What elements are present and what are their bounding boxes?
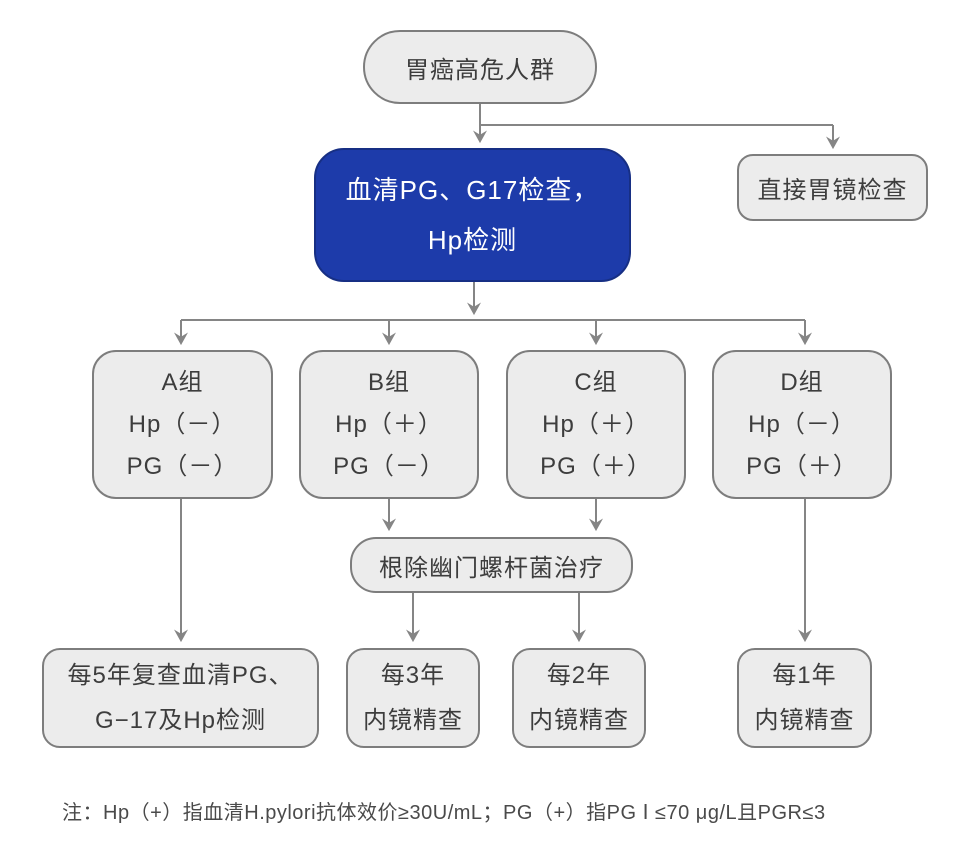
group-a-title: A组 (161, 368, 204, 396)
node-followup-3yr-endoscopy: 每3年 内镜精查 (346, 648, 480, 748)
group-d-hp: Hp（－） (748, 410, 856, 438)
node-high-risk-label: 胃癌高危人群 (405, 56, 555, 84)
node-direct-endoscopy: 直接胃镜检查 (737, 154, 928, 221)
footnote: 注：Hp（+）指血清H.pylori抗体效价≥30U/mL；PG（+）指PG Ⅰ… (62, 802, 826, 824)
node-serum-pg-g17-hp-test: 血清PG、G17检查， Hp检测 (314, 148, 631, 282)
group-a-pg: PG（－） (126, 452, 239, 480)
node-followup-2yr-endoscopy: 每2年 内镜精查 (512, 648, 646, 748)
node-group-b: B组 Hp（＋） PG（－） (299, 350, 479, 499)
followup-b-line1: 每3年 (380, 662, 446, 689)
followup-d-line2: 内镜精查 (754, 707, 855, 734)
followup-d-line1: 每1年 (772, 662, 837, 689)
group-b-hp: Hp（＋） (335, 410, 443, 438)
node-hp-eradication-treatment: 根除幽门螺杆菌治疗 (350, 537, 633, 593)
followup-a-line2: G−17及Hp检测 (94, 707, 267, 734)
eradication-label: 根除幽门螺杆菌治疗 (379, 554, 604, 582)
serum-test-line1: 血清PG、G17检查， (345, 175, 600, 205)
group-b-title: B组 (367, 368, 410, 396)
group-d-title: D组 (780, 368, 824, 396)
group-b-pg: PG（－） (333, 452, 445, 480)
node-group-c: C组 Hp（＋） PG（＋） (506, 350, 686, 499)
node-group-d: D组 Hp（－） PG（＋） (712, 350, 892, 499)
group-c-pg: PG（＋） (540, 452, 652, 480)
followup-c-line1: 每2年 (546, 662, 612, 689)
serum-test-line2: Hp检测 (427, 225, 518, 255)
group-c-hp: Hp（＋） (542, 410, 650, 438)
direct-endoscopy-label: 直接胃镜检查 (757, 177, 908, 204)
node-group-a: A组 Hp（－） PG（－） (92, 350, 273, 499)
group-a-hp: Hp（－） (128, 410, 237, 438)
node-followup-1yr-endoscopy: 每1年 内镜精查 (737, 648, 872, 748)
followup-b-line2: 内镜精查 (363, 707, 463, 734)
followup-a-line1: 每5年复查血清PG、 (67, 662, 294, 689)
node-high-risk-population: 胃癌高危人群 (363, 30, 597, 104)
node-followup-5yr-serum: 每5年复查血清PG、 G−17及Hp检测 (42, 648, 319, 748)
group-c-title: C组 (574, 368, 618, 396)
group-d-pg: PG（＋） (746, 452, 858, 480)
followup-c-line2: 内镜精查 (529, 707, 629, 734)
